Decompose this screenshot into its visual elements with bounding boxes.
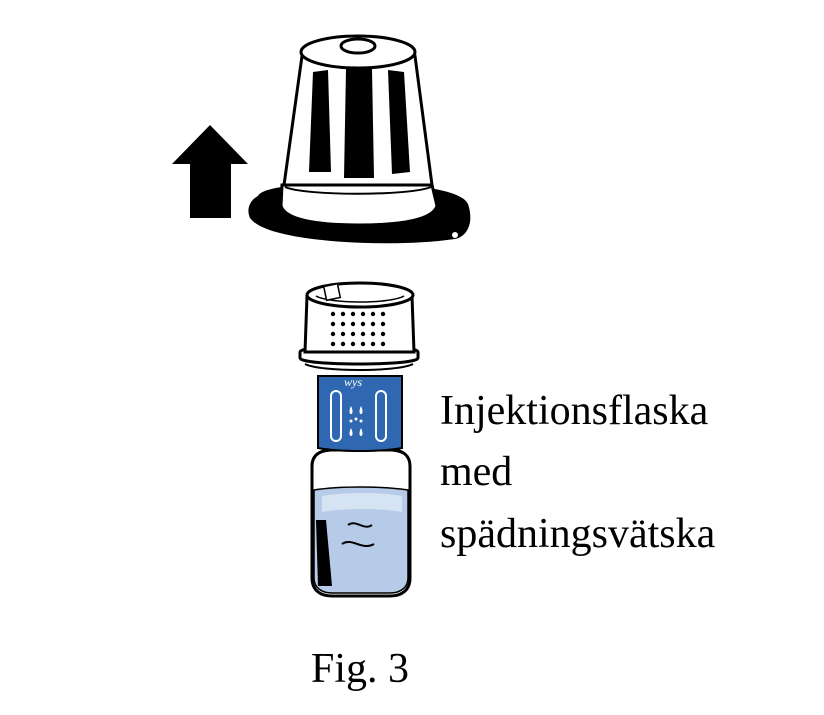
perforation-dot [370, 341, 376, 347]
adapter-perforations [330, 311, 386, 347]
perforation-dot [380, 341, 386, 347]
up-arrow-icon [172, 125, 248, 218]
perforation-dot [340, 321, 346, 327]
perforation-dot [370, 311, 376, 317]
perforation-dot [360, 321, 366, 327]
perforation-dot [350, 341, 356, 347]
perforation-dot [340, 311, 346, 317]
perforation-dot [370, 331, 376, 337]
perforation-dot [340, 331, 346, 337]
vial-label-line-3: spädningsvätska [440, 511, 716, 557]
perforation-dot [380, 311, 386, 317]
perforation-dot [350, 321, 356, 327]
perforation-dot [350, 331, 356, 337]
perforation-dot [330, 331, 336, 337]
perforation-dot [360, 331, 366, 337]
perforation-dot [380, 321, 386, 327]
perforation-dot [340, 341, 346, 347]
perforation-dot [370, 321, 376, 327]
adapter-cap [248, 34, 471, 244]
perforation-dot [330, 321, 336, 327]
adapter-logo: wys [344, 375, 362, 389]
figure-caption: Fig. 3 [311, 646, 410, 692]
perforation-dot [330, 311, 336, 317]
vial-label-line-1: Injektionsflaska [440, 388, 709, 434]
perforation-dot [350, 311, 356, 317]
diluent-vial: wys [298, 281, 420, 598]
perforation-dot [360, 311, 366, 317]
perforation-dot [330, 341, 336, 347]
perforation-dot [360, 341, 366, 347]
vial-label-line-2: med [440, 449, 513, 495]
perforation-dot [380, 331, 386, 337]
